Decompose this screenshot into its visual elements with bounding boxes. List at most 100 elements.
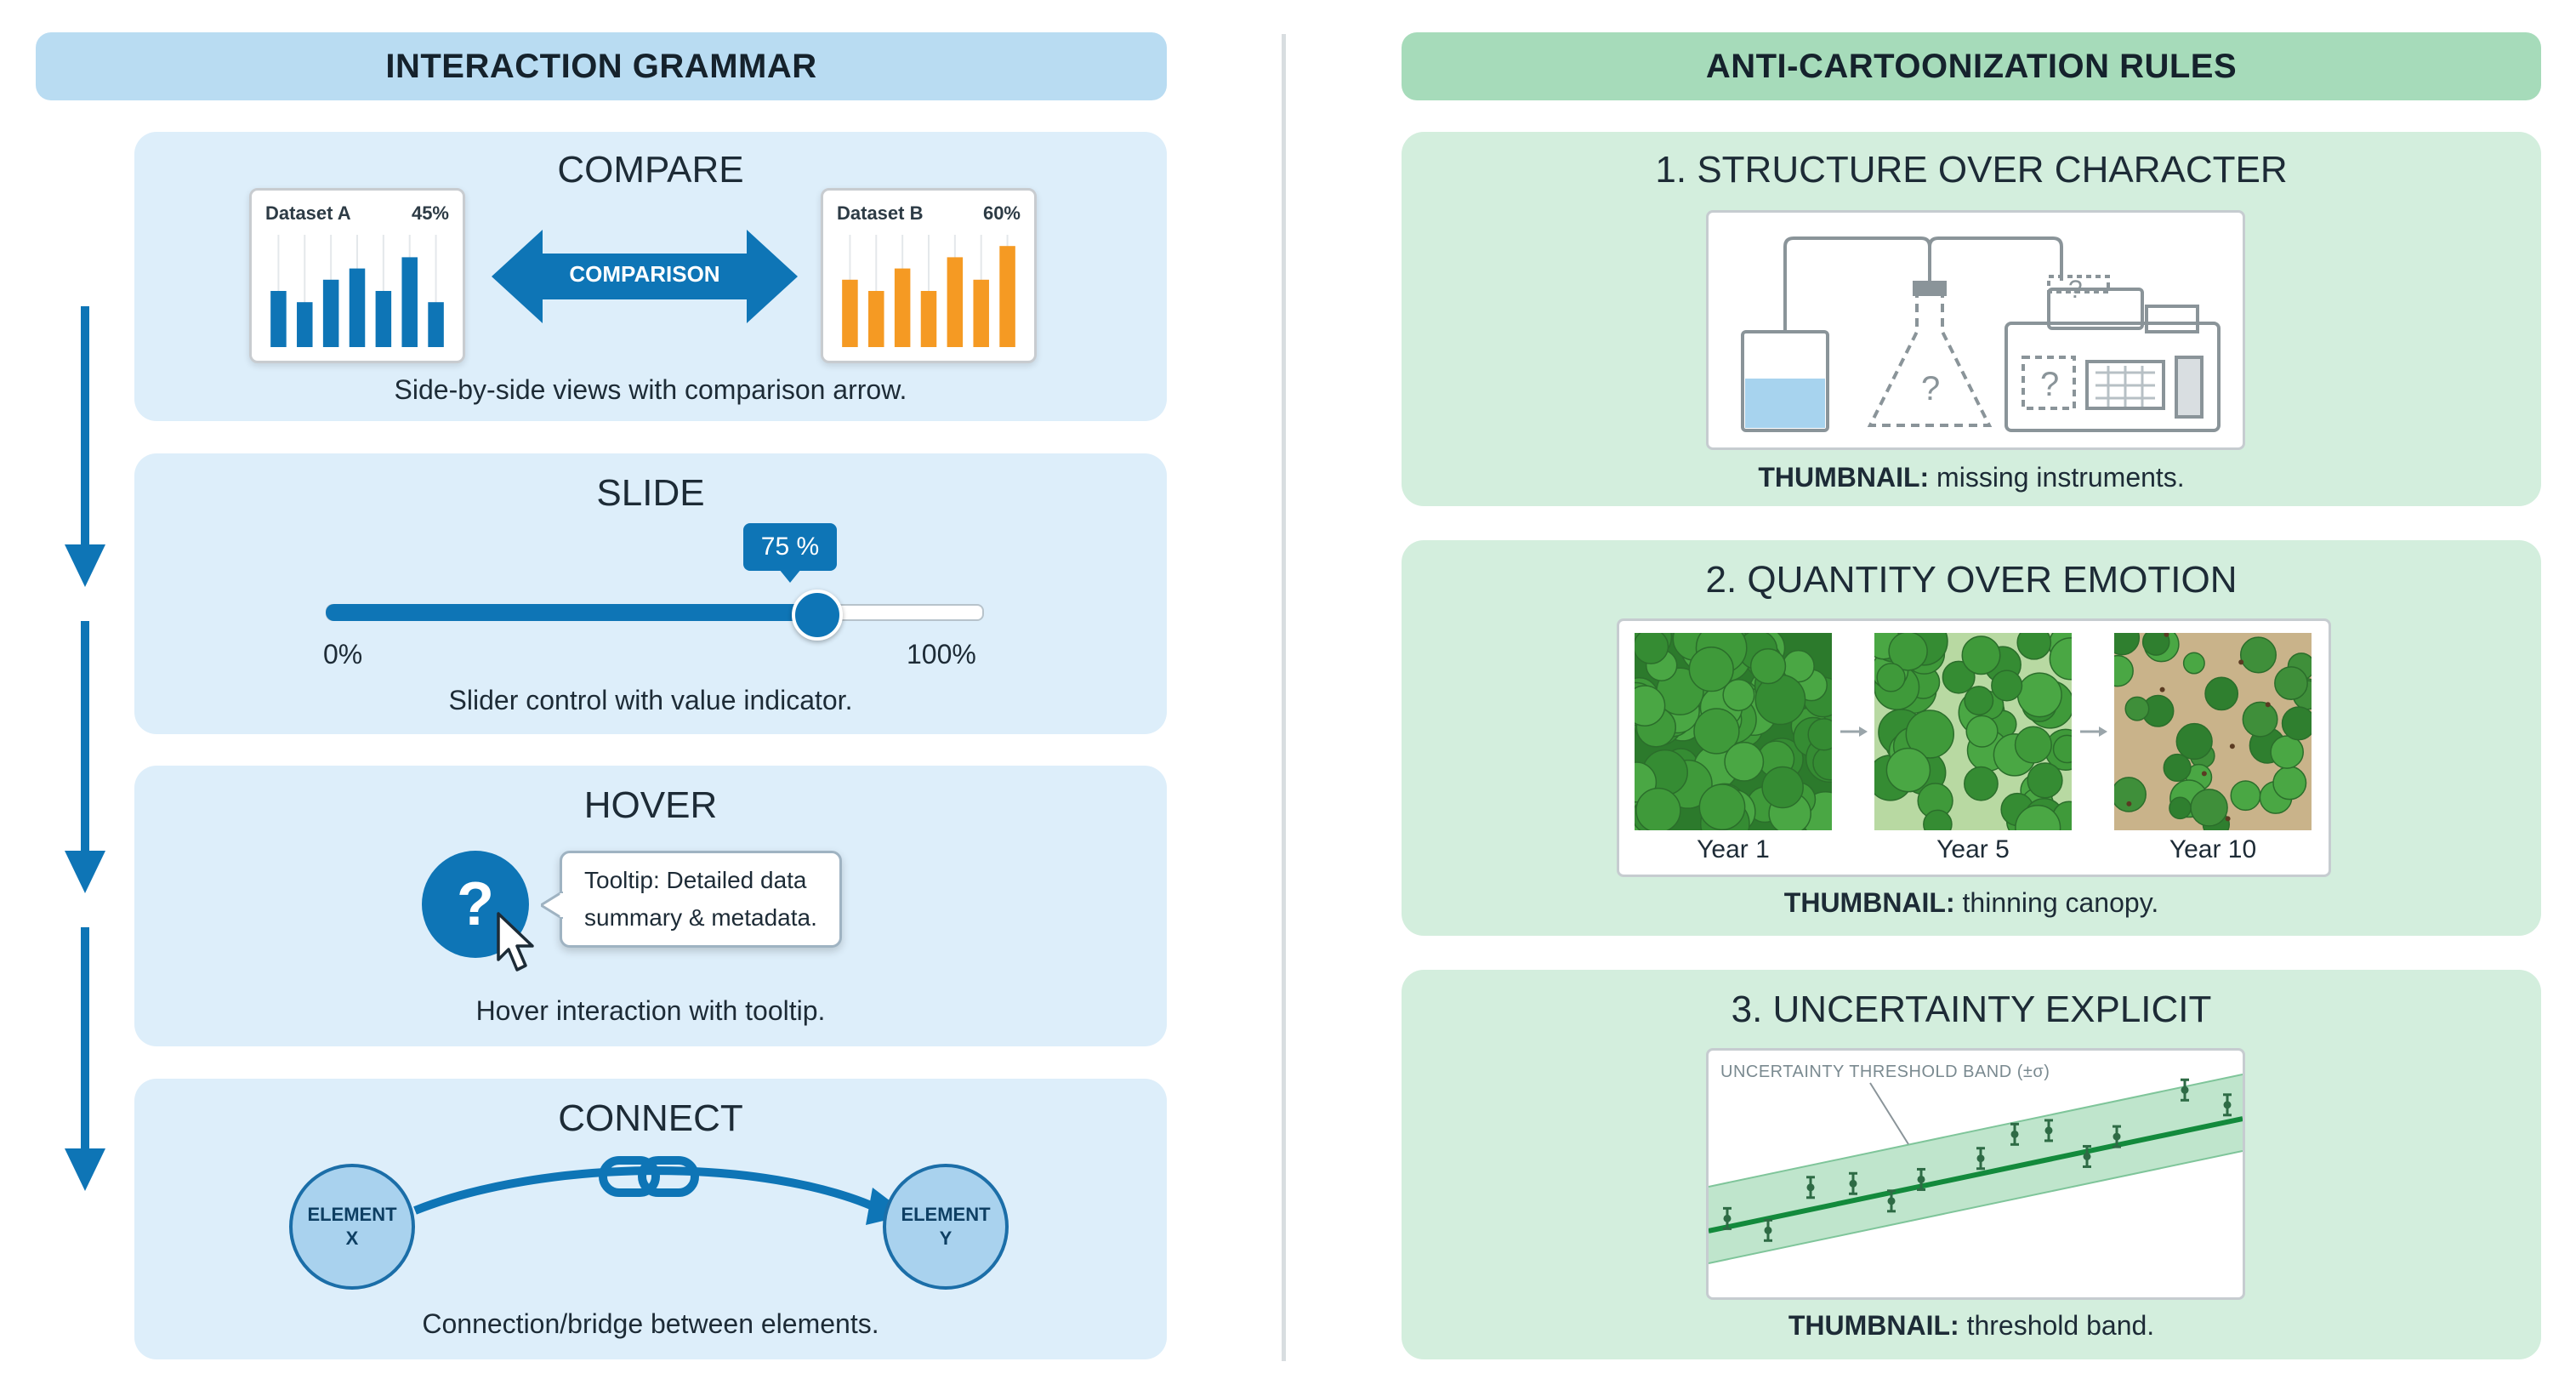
- rule-1-panel: 1. STRUCTURE OVER CHARACTER ? ?: [1402, 132, 2541, 506]
- dataset-a-card: Dataset A 45%: [249, 188, 465, 363]
- tree-crown: [1724, 741, 1765, 782]
- canopy-year-5-tile: [1874, 633, 2072, 830]
- tree-crown: [2270, 735, 2304, 769]
- tree-crown: [1965, 715, 1999, 748]
- element-x-id: X: [345, 1228, 359, 1249]
- dataset-a-bar: [297, 302, 313, 347]
- dataset-a-chart: [270, 235, 444, 347]
- data-point: [2223, 1101, 2232, 1109]
- compare-title: COMPARE: [557, 149, 744, 191]
- dataset-a-value: 45%: [411, 202, 449, 224]
- tree-crown: [1876, 663, 1906, 692]
- tree-crown: [1693, 708, 1740, 755]
- rule-2-thumbnail: Year 1 Year 5 Year 10: [1617, 618, 2331, 877]
- tree-crown: [1761, 766, 1804, 809]
- element-x-node[interactable]: ELEMENT X: [289, 1164, 415, 1290]
- year-1-label: Year 1: [1697, 835, 1770, 863]
- rule-2-caption-prefix: THUMBNAIL:: [1783, 887, 1955, 918]
- tree-crown: [2204, 676, 2239, 711]
- slider-value-badge: 75 %: [743, 523, 837, 571]
- rule-3-thumbnail: UNCERTAINTY THRESHOLD BAND (±σ): [1706, 1048, 2245, 1300]
- tooltip-line-2: summary & metadata.: [584, 904, 817, 931]
- tree-crown: [1942, 660, 1976, 694]
- tree-crown: [1885, 747, 1931, 793]
- tree-crown: [1923, 809, 1953, 830]
- tree-crown: [1964, 766, 1999, 801]
- slide-caption: Slider control with value indicator.: [448, 685, 853, 715]
- rule-2-caption: THUMBNAIL: thinning canopy.: [1402, 887, 2541, 919]
- rule-1-caption: THUMBNAIL: missing instruments.: [1402, 462, 2541, 493]
- missing-panel-mark: ?: [2040, 366, 2059, 403]
- anti-cartoonization-title: ANTI-CARTOONIZATION RULES: [1705, 47, 2238, 85]
- help-question-glyph: ?: [457, 870, 494, 938]
- dataset-a-label: Dataset A: [265, 202, 351, 224]
- slider-thumb[interactable]: [791, 590, 843, 641]
- tree-crown: [2027, 762, 2063, 799]
- tree-crown: [1635, 633, 1669, 664]
- dataset-b-bar: [868, 291, 884, 347]
- tree-crown: [2169, 796, 2192, 820]
- tree-crown: [2114, 633, 2141, 656]
- interaction-grammar-header: INTERACTION GRAMMAR: [36, 32, 1167, 100]
- tree-crown: [2114, 777, 2147, 812]
- comparison-arrow-label: COMPARISON: [569, 261, 720, 287]
- tree-crown: [1807, 718, 1832, 751]
- tree-crown: [1635, 787, 1681, 830]
- data-point: [1887, 1197, 1896, 1205]
- tree-crown: [2242, 701, 2278, 738]
- rule-2-title: 2. QUANTITY OVER EMOTION: [1705, 559, 2238, 601]
- progression-arrow-icon: [2080, 726, 2107, 737]
- tree-crown: [1722, 679, 1755, 712]
- connect-caption: Connection/bridge between elements.: [422, 1308, 879, 1339]
- canopy-year-10-tile: [2114, 633, 2312, 830]
- data-point: [1849, 1179, 1857, 1188]
- threshold-band-chart: [1709, 1074, 2243, 1264]
- data-point: [2044, 1126, 2053, 1135]
- rule-1-thumbnail: ? ? ?: [1706, 210, 2245, 450]
- missing-flask-icon: [1867, 289, 1993, 427]
- beaker-icon: [1741, 330, 1829, 432]
- rule-3-caption: THUMBNAIL: threshold band.: [1402, 1310, 2541, 1342]
- tree-crown: [1888, 633, 1928, 671]
- data-point: [2010, 1130, 2019, 1138]
- dataset-a-bar: [375, 291, 392, 347]
- data-point: [1917, 1175, 1925, 1183]
- tree-crown: [2182, 652, 2205, 675]
- connect-panel: CONNECT ELEMENT X ELEMENT Y Connection/b…: [134, 1079, 1167, 1359]
- dataset-b-bar: [920, 291, 937, 347]
- data-point: [2083, 1152, 2091, 1160]
- tree-crown: [2016, 672, 2062, 718]
- badge-pointer: [779, 569, 801, 583]
- tree-crown: [2281, 706, 2312, 741]
- comparison-arrow: [492, 230, 798, 323]
- missing-module-mark: ?: [2068, 276, 2083, 304]
- column-divider: [1282, 34, 1286, 1361]
- missing-flask-mark: ?: [1921, 370, 1940, 407]
- data-point: [1976, 1154, 1985, 1163]
- compare-panel: COMPARE Dataset A 45% COMPARISON Dataset…: [134, 132, 1167, 421]
- data-point: [2113, 1132, 2121, 1141]
- element-y-node[interactable]: ELEMENT Y: [883, 1164, 1009, 1290]
- tree-crown: [2124, 696, 2150, 721]
- dataset-b-bar: [999, 246, 1015, 347]
- slider-fill: [326, 604, 817, 621]
- rule-3-caption-text: threshold band.: [1959, 1310, 2155, 1341]
- tree-crown: [1635, 685, 1666, 726]
- slider-value-label: 75 %: [760, 533, 820, 561]
- tree-crown: [2052, 734, 2072, 764]
- tree-crown: [2274, 666, 2308, 701]
- interaction-grammar-title: INTERACTION GRAMMAR: [385, 47, 817, 85]
- year-10-label: Year 10: [2169, 835, 2257, 863]
- slider-min-label: 0%: [323, 639, 363, 670]
- dataset-a-bar: [322, 279, 339, 347]
- dataset-a-bar: [401, 257, 418, 347]
- dataset-a-bar: [428, 302, 444, 347]
- tree-crown: [2015, 805, 2061, 830]
- tree-crown: [1905, 709, 1955, 759]
- cursor-pointer-icon: [497, 912, 534, 972]
- rule-3-title: 3. UNCERTAINTY EXPLICIT: [1731, 989, 2212, 1030]
- rule-2-panel: 2. QUANTITY OVER EMOTION Year 1 Year 5 Y…: [1402, 540, 2541, 936]
- dataset-b-bar: [842, 279, 858, 347]
- hover-title: HOVER: [583, 784, 718, 826]
- tree-crown: [2175, 722, 2213, 761]
